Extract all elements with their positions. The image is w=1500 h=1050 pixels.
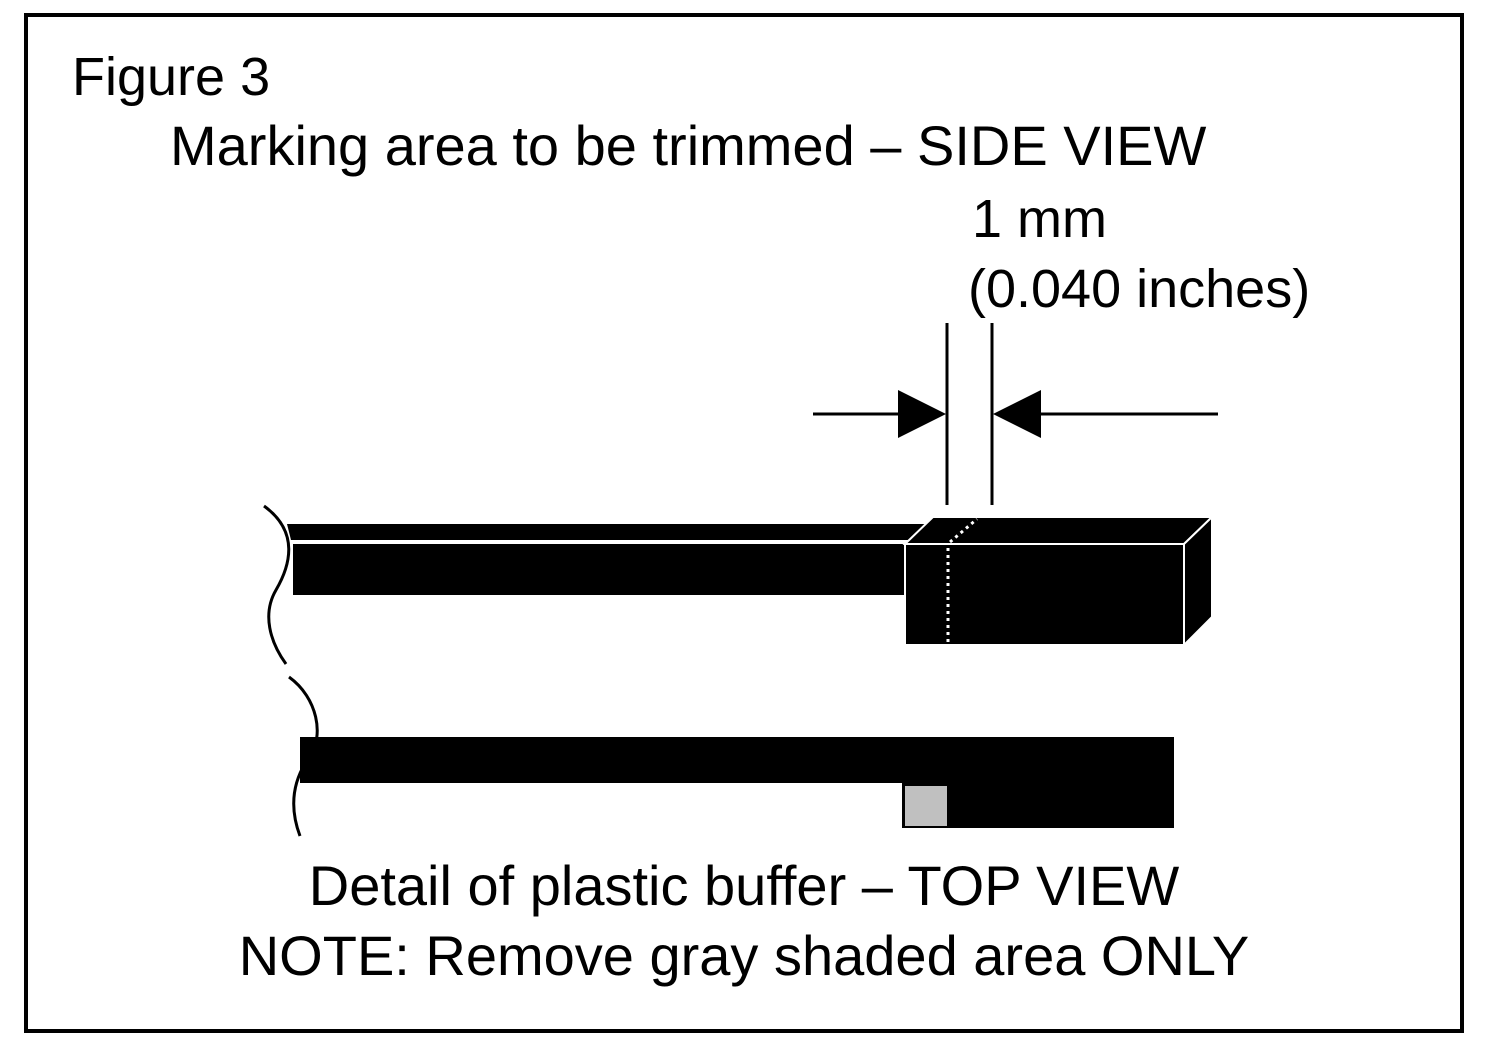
dimension-value: 1 mm (972, 189, 1107, 249)
buffer-body-side (293, 544, 913, 595)
break-line-side (263, 504, 291, 665)
note-text: NOTE: Remove gray shaded area ONLY (238, 924, 1250, 987)
dimension-inches: (0.040 inches) (968, 259, 1311, 319)
side-view-title: Marking area to be trimmed – SIDE VIEW (170, 114, 1207, 177)
buffer-body-top (300, 737, 1174, 783)
marking-block-front-face (904, 543, 1185, 646)
dimension-callout (813, 323, 1218, 505)
buffer-top-strip (287, 524, 925, 540)
dimension-arrow-right (993, 390, 1041, 438)
figure-frame (24, 13, 1464, 1033)
top-view (288, 675, 1174, 837)
trim-line-top (949, 517, 978, 544)
top-view-title: Detail of plastic buffer – TOP VIEW (308, 854, 1180, 917)
figure-label: Figure 3 (72, 47, 271, 107)
buffer-end-top (902, 783, 1174, 828)
dimension-arrow-left (898, 390, 946, 438)
gray-trim-area (905, 786, 947, 826)
side-view (263, 504, 1215, 665)
break-line-top (288, 675, 319, 837)
